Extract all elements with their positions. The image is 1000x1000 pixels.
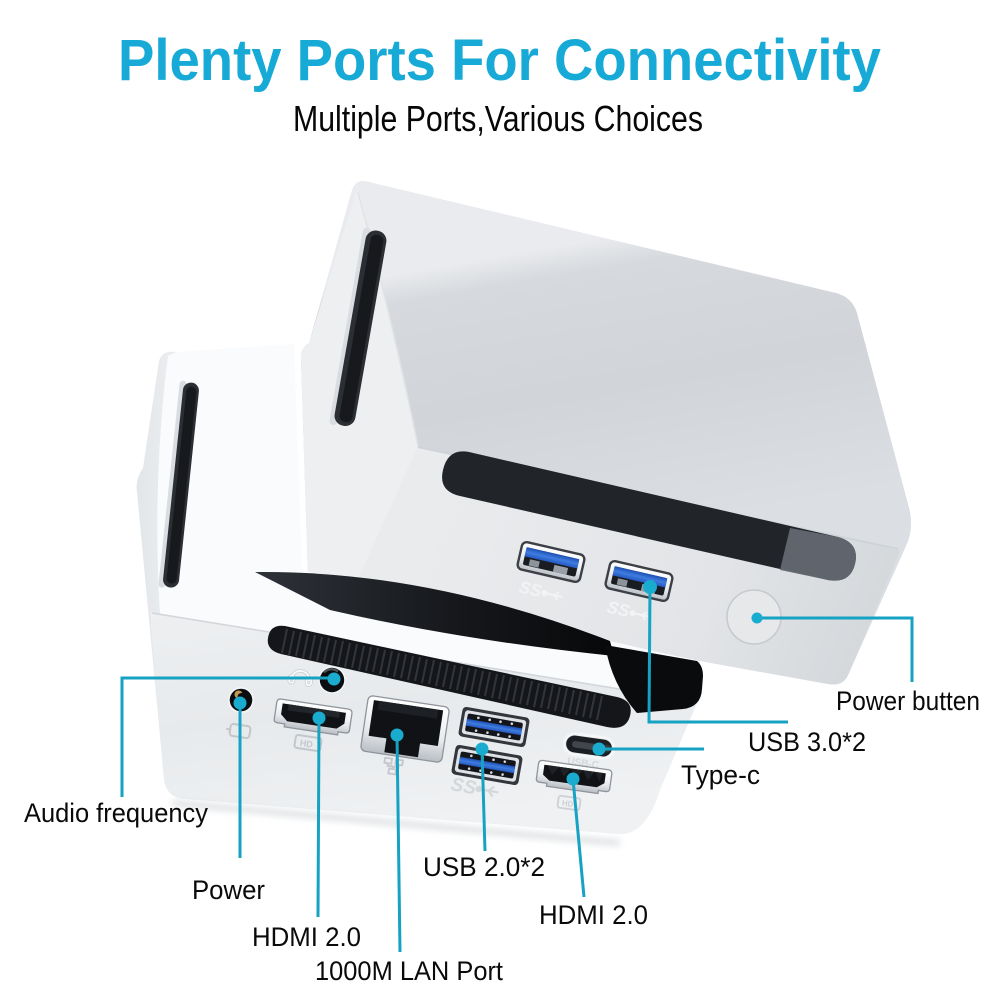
svg-text:SS: SS [517, 577, 544, 601]
svg-text:Type-c: Type-c [681, 760, 760, 790]
svg-text:HD: HD [299, 738, 314, 750]
svg-text:HDMI 2.0: HDMI 2.0 [252, 922, 361, 952]
svg-text:USB 3.0*2: USB 3.0*2 [748, 727, 866, 757]
svg-text:HD: HD [561, 799, 574, 810]
svg-text:1000M LAN Port: 1000M LAN Port [315, 956, 503, 986]
svg-text:Power: Power [192, 875, 265, 905]
svg-text:HDMI 2.0: HDMI 2.0 [539, 900, 648, 930]
svg-text:Audio frequency: Audio frequency [24, 798, 208, 828]
svg-text:Plenty Ports For Connectivity: Plenty Ports For Connectivity [118, 28, 881, 93]
svg-text:USB 2.0*2: USB 2.0*2 [423, 852, 545, 882]
svg-text:SS: SS [449, 774, 478, 799]
svg-text:Multiple Ports,Various Choices: Multiple Ports,Various Choices [293, 98, 703, 139]
svg-text:Power butten: Power butten [836, 686, 980, 716]
svg-text:SS: SS [605, 597, 632, 621]
